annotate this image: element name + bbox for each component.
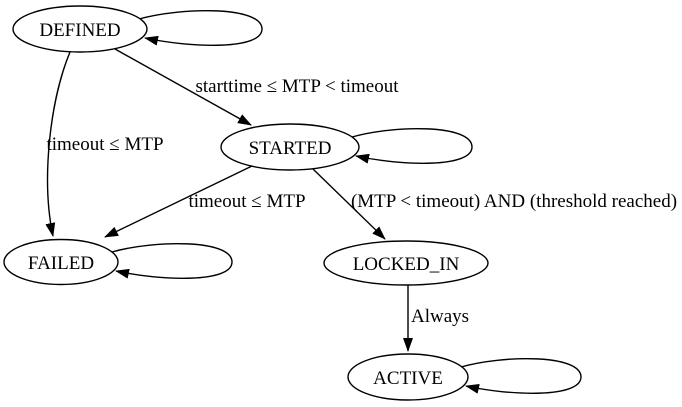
- edge-started-self-loop: [351, 127, 473, 164]
- edge-labels-layer: starttime ≤ MTP < timeout timeout ≤ MTP …: [46, 76, 677, 327]
- edge-label-locked-in-to-active: Always: [411, 306, 469, 327]
- state-node-defined: [12, 5, 148, 53]
- nodes-layer: DEFINED STARTED FAILED LOCKED_IN ACTIVE: [3, 5, 489, 401]
- state-node-started: [220, 123, 360, 171]
- state-label-failed: FAILED: [28, 253, 94, 274]
- state-label-active: ACTIVE: [373, 368, 443, 389]
- edge-failed-self-loop: [111, 242, 233, 279]
- state-label-defined: DEFINED: [39, 20, 120, 41]
- edge-label-started-to-locked-in: (MTP < timeout) AND (threshold reached): [351, 191, 677, 212]
- edge-started-to-failed: [104, 165, 253, 238]
- edge-label-defined-to-started: starttime ≤ MTP < timeout: [195, 76, 399, 97]
- edge-label-started-to-failed: timeout ≤ MTP: [188, 191, 305, 212]
- edge-defined-to-started: [114, 48, 252, 126]
- edge-defined-self-loop: [138, 9, 263, 46]
- state-node-active: [347, 353, 469, 401]
- edge-active-self-loop: [460, 357, 582, 394]
- state-label-started: STARTED: [249, 138, 332, 159]
- state-node-failed: [3, 238, 119, 286]
- state-label-locked-in: LOCKED_IN: [353, 254, 460, 275]
- edge-defined-to-failed: [45, 51, 71, 237]
- edge-started-to-locked-in: [312, 168, 386, 240]
- state-node-locked-in: [323, 240, 489, 286]
- edges-layer: [45, 9, 582, 394]
- edge-label-defined-to-failed: timeout ≤ MTP: [46, 134, 163, 155]
